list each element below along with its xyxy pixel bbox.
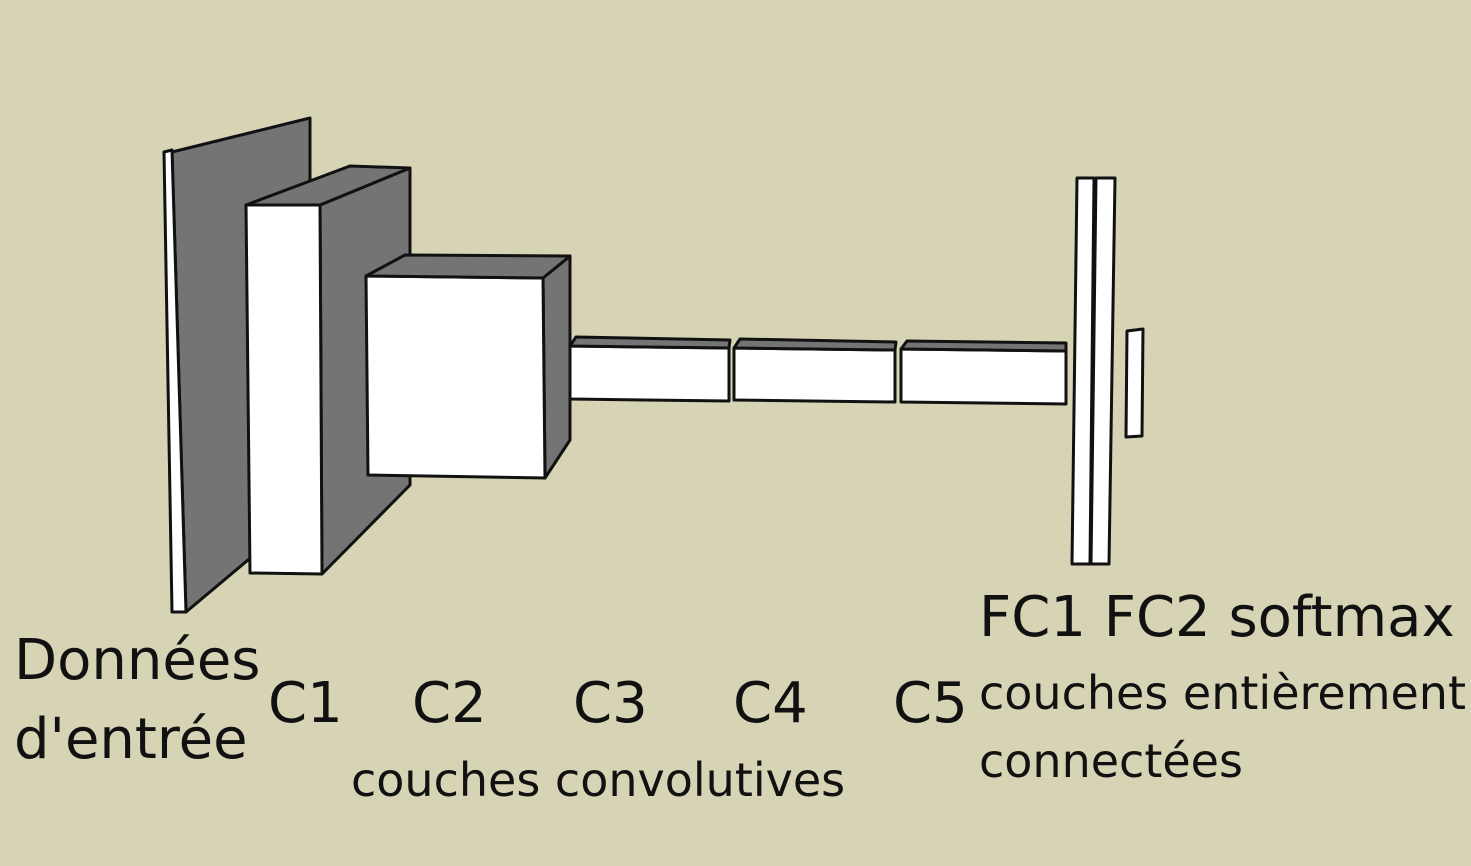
c1-label: C1: [268, 671, 343, 736]
fc-group-label-line2: connectées: [979, 734, 1243, 788]
input-data-label-line2: d'entrée: [14, 707, 248, 772]
fc-softmax-header: FC1 FC2 softmax: [979, 585, 1455, 650]
c4-block: [732, 337, 898, 404]
input-data-label-line1: Données: [14, 628, 261, 693]
conv-layers-group-label: couches convolutives: [351, 753, 846, 807]
c5-block: [899, 339, 1068, 406]
c5-label: C5: [893, 671, 968, 736]
softmax-block: [1124, 327, 1145, 439]
c2-block: [364, 253, 572, 480]
c3-label: C3: [573, 671, 648, 736]
c4-label: C4: [733, 671, 808, 736]
fc2-block: [1089, 176, 1117, 566]
c3-block: [568, 335, 732, 403]
fc-group-label-line1: couches entièrement: [979, 666, 1466, 720]
c2-label: C2: [412, 671, 487, 736]
